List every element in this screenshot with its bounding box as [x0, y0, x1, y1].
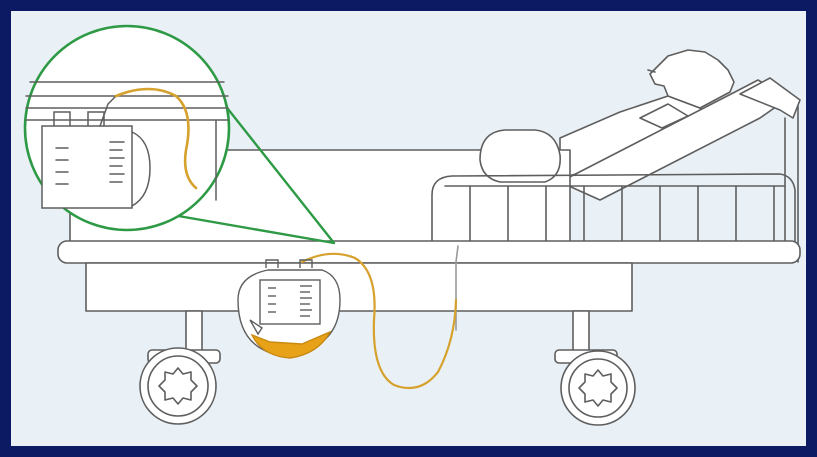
bolster [480, 130, 560, 182]
bed-wheel-left [140, 348, 216, 424]
bed-leg-right [573, 311, 589, 353]
bed-wheel-right [561, 351, 635, 425]
head-end-post [785, 106, 798, 262]
bed-frame-rail [58, 241, 800, 263]
bed-leg-left [186, 311, 202, 353]
bed-base [86, 263, 632, 311]
drainage-bag [238, 260, 340, 358]
